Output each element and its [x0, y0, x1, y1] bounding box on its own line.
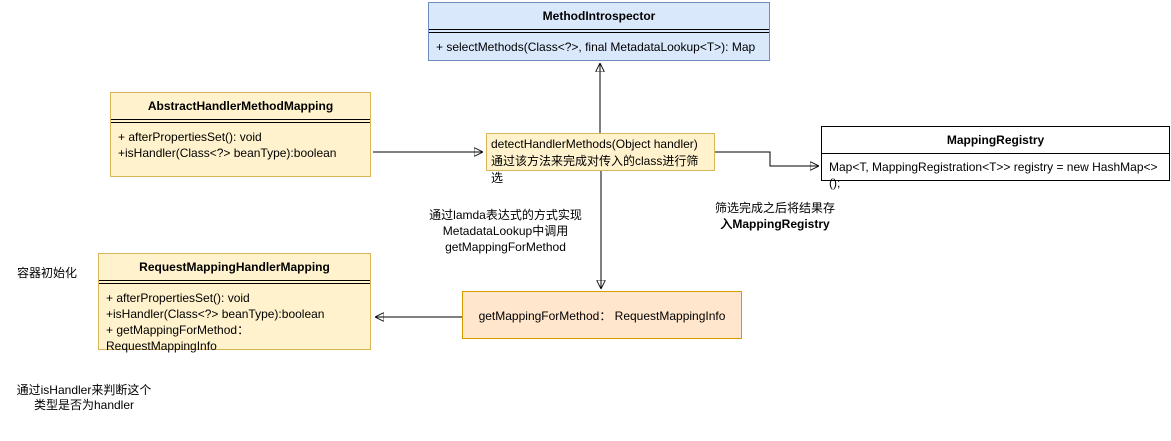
class-box-abstract-handler-method-mapping: AbstractHandlerMethodMapping + afterProp…: [110, 92, 371, 177]
class-separator: [429, 29, 769, 33]
note-lamda-line1: 通过lamda表达式的方式实现: [429, 208, 582, 222]
class-title-method-introspector: MethodIntrospector: [542, 9, 656, 23]
note-is-handler-line2: 类型是否为handler: [33, 398, 135, 412]
class-separator: [822, 153, 1169, 154]
class-box-mapping-registry: MappingRegistry Map<T, MappingRegistrati…: [821, 126, 1170, 190]
class-box-request-mapping-handler-mapping: RequestMappingHandlerMapping + afterProp…: [98, 253, 371, 353]
class-separator: [111, 119, 370, 123]
class-separator: [99, 280, 370, 284]
note-lamda-line2: MetadataLookup中调用: [442, 224, 569, 238]
node-detect-handler-methods: detectHandlerMethods(Object handler) 通过该…: [486, 133, 715, 185]
note-store-result-line2: 入MappingRegistry: [720, 217, 830, 231]
class-title-mapping-registry: MappingRegistry: [946, 133, 1045, 147]
class-member: + afterPropertiesSet(): void: [118, 130, 262, 144]
note-lamda: 通过lamda表达式的方式实现 MetadataLookup中调用 getMap…: [423, 207, 588, 255]
note-is-handler: 通过isHandler来判断这个 类型是否为handler: [4, 383, 164, 413]
node-detect-line2: 通过该方法来完成对传入的class进行筛选: [491, 154, 699, 185]
node-get-mapping-for-method: getMappingForMethod： RequestMappingInfo: [462, 291, 742, 339]
class-member: + afterPropertiesSet(): void: [106, 291, 250, 305]
class-member: +isHandler(Class<?> beanType):boolean: [106, 307, 325, 321]
class-member: + getMappingForMethod： RequestMappingInf…: [106, 323, 250, 353]
class-member: + selectMethods(Class<?>, final Metadata…: [436, 40, 756, 54]
node-get-mapping-label: getMappingForMethod： RequestMappingInfo: [478, 308, 726, 323]
class-member: +isHandler(Class<?> beanType):boolean: [118, 146, 337, 160]
node-detect-line1: detectHandlerMethods(Object handler): [491, 137, 698, 151]
class-box-method-introspector: MethodIntrospector + selectMethods(Class…: [428, 2, 770, 61]
class-member: Map<T, MappingRegistration<T>> registry …: [829, 160, 1158, 190]
note-lamda-line3: getMappingForMethod: [445, 240, 566, 254]
arrow-detect-to-mapping-registry: [715, 151, 818, 166]
note-container-init: 容器初始化: [17, 266, 78, 280]
class-title-request-mapping-handler-mapping: RequestMappingHandlerMapping: [139, 260, 330, 274]
note-is-handler-line1: 通过isHandler来判断这个: [16, 383, 152, 397]
class-title-abstract-handler-method-mapping: AbstractHandlerMethodMapping: [147, 99, 334, 113]
note-store-result: 筛选完成之后将结果存 入MappingRegistry: [695, 200, 855, 232]
note-store-result-line1: 筛选完成之后将结果存: [714, 201, 835, 215]
